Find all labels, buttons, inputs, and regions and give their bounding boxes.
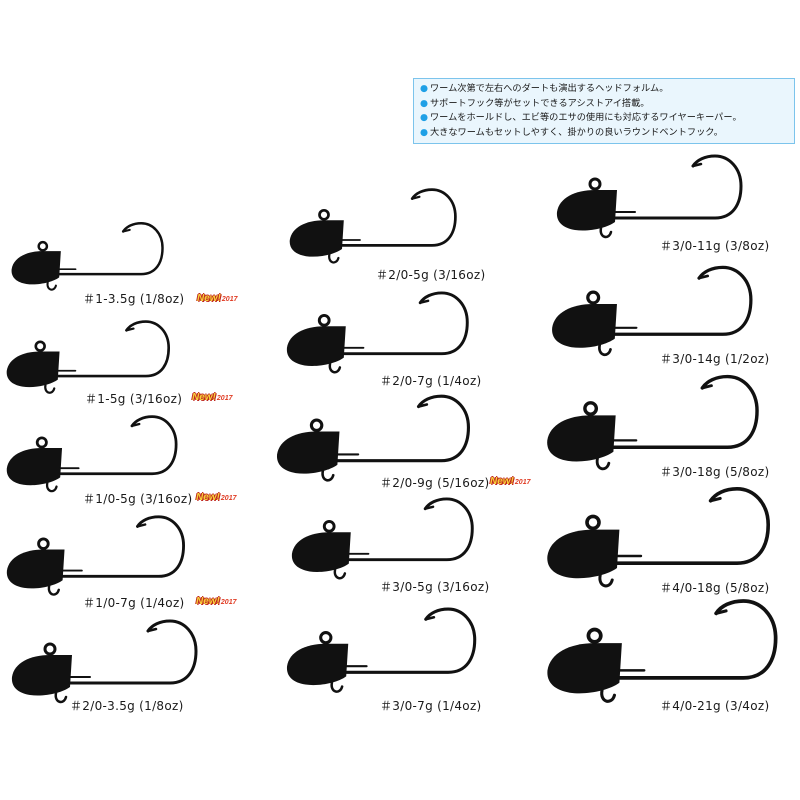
feature-item: ●ワーム次第で左右へのダートも演出するヘッドフォルム。: [420, 82, 794, 97]
jig-head-label: ＃2/0-9g (5/16oz): [380, 476, 490, 490]
jig-head-icon: [547, 374, 759, 471]
jig-head-icon: [291, 497, 474, 580]
new-2017-badge: New!2017: [197, 293, 238, 304]
jig-head-label: ＃3/0-5g (3/16oz): [380, 580, 490, 594]
bullet-icon: ●: [420, 97, 429, 109]
jig-head-icon: [556, 154, 743, 239]
jig-head-label: ＃2/0-3.5g (1/8oz): [70, 699, 184, 713]
jig-head-label: ＃1/0-5g (3/16oz): [83, 492, 193, 506]
jig-head-label: ＃1-5g (3/16oz): [85, 392, 183, 406]
new-2017-badge: New!2017: [196, 492, 237, 503]
jig-head-label: ＃4/0-21g (3/4oz): [660, 699, 770, 713]
jig-head-icon: [552, 265, 753, 357]
jig-head-icon: [289, 188, 457, 264]
jig-head-icon: [286, 607, 477, 693]
jig-head-icon: [11, 222, 164, 291]
jig-head-label: ＃4/0-18g (5/8oz): [660, 581, 770, 595]
jig-head-icon: [547, 486, 771, 588]
jig-head-label: ＃2/0-7g (1/4oz): [380, 374, 482, 388]
jig-head-label: ＃2/0-5g (3/16oz): [376, 268, 486, 282]
jig-head-label: ＃1/0-7g (1/4oz): [83, 596, 185, 610]
jig-head-icon: [286, 291, 469, 374]
jig-head-label: ＃3/0-11g (3/8oz): [660, 239, 770, 253]
bullet-icon: ●: [420, 112, 429, 124]
jig-head-label: ＃3/0-18g (5/8oz): [660, 465, 770, 479]
new-2017-badge: New!2017: [490, 476, 531, 487]
jig-head-icon: [6, 515, 186, 596]
bullet-icon: ●: [420, 83, 429, 94]
new-2017-badge: New!2017: [192, 392, 233, 403]
jig-head-icon: [547, 599, 778, 703]
jig-head-label: ＃1-3.5g (1/8oz): [83, 292, 185, 306]
jig-head-icon: [11, 619, 198, 704]
jig-head-label: ＃3/0-14g (1/2oz): [660, 352, 770, 366]
jig-head-icon: [276, 394, 470, 482]
jig-head-icon: [6, 415, 178, 493]
bullet-icon: ●: [420, 126, 429, 138]
feature-item: ●大きなワームもセットしやすく、掛かりの良いラウンドベントフック。: [420, 126, 794, 141]
new-2017-badge: New!2017: [196, 596, 237, 607]
jig-head-icon: [6, 320, 170, 394]
feature-item: ●ワームをホールドし、エビ等のエサの使用にも対応するワイヤーキーパー。: [420, 111, 794, 126]
jig-head-label: ＃3/0-7g (1/4oz): [380, 699, 482, 713]
feature-list-box: ●ワーム次第で左右へのダートも演出するヘッドフォルム。 ●サポートフック等がセッ…: [413, 78, 795, 144]
feature-item: ●サポートフック等がセットできるアシストアイ搭載。: [420, 97, 794, 112]
